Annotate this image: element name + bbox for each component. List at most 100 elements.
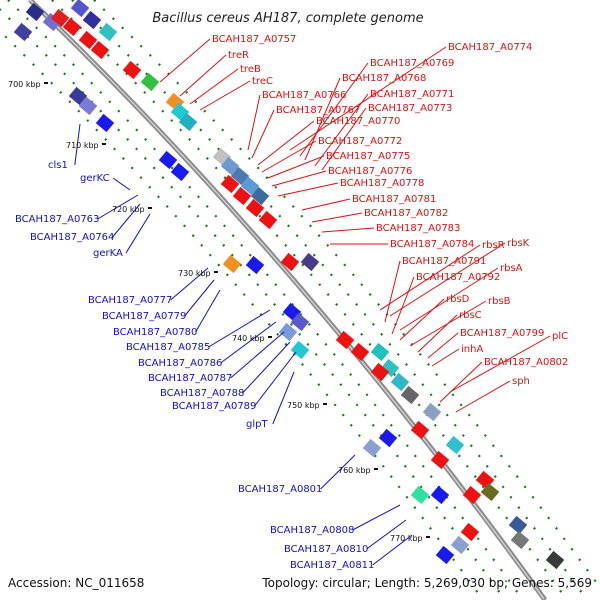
leader-line (195, 289, 221, 333)
gene-labels: BCAH187_A0757treRtreBtreCBCAH187_A0774BC… (15, 34, 568, 571)
gene-label-red: BCAH187_A0768 (342, 73, 426, 84)
gene-label-red: inhA (461, 344, 483, 355)
leader-line (272, 371, 295, 425)
gene-label-red: BCAH187_A0792 (416, 272, 500, 283)
gene-feature (140, 72, 160, 92)
gene-label-red: BCAH187_A0757 (212, 34, 296, 45)
gene-label-red: BCAH187_A0771 (370, 89, 454, 100)
leader-line (230, 331, 285, 379)
gene-feature (98, 22, 118, 42)
gene-feature (78, 30, 98, 50)
gene-label-red: BCAH187_A0770 (316, 116, 400, 127)
leader-line (271, 170, 327, 187)
gene-feature (300, 252, 320, 272)
gene-label-blue: BCAH187_A0789 (172, 401, 256, 412)
gene-label-blue: BCAH187_A0785 (126, 342, 210, 353)
kbp-tick-mark (426, 536, 430, 538)
gene-label-blue: BCAH187_A0788 (160, 388, 244, 399)
gene-label-blue: BCAH187_A0787 (148, 373, 232, 384)
gene-label-blue: BCAH187_A0811 (290, 560, 374, 571)
gene-feature (280, 252, 300, 272)
gene-feature (95, 113, 115, 133)
gene-label-red: BCAH187_A0766 (262, 90, 346, 101)
leader-line (208, 309, 271, 348)
gene-feature (222, 254, 242, 274)
leader-line (352, 504, 401, 531)
gene-label-blue: gerKC (80, 173, 110, 184)
gene-feature (445, 435, 465, 455)
leader-line (379, 244, 481, 311)
leader-line (289, 46, 447, 151)
map-title: Bacillus cereus AH187, complete genome (152, 11, 423, 26)
gene-feature (13, 22, 33, 42)
kbp-tick-label: 760 kbp (338, 466, 371, 475)
gene-feature (380, 358, 400, 378)
gene-features (13, 0, 565, 570)
leader-line (170, 267, 209, 301)
gene-label-blue: glpT (246, 419, 268, 430)
leader-line (321, 227, 375, 233)
gene-label-red: treC (252, 76, 273, 87)
gene-feature (232, 186, 252, 206)
gene-feature (240, 176, 260, 196)
gene-label-red: BCAH187_A0775 (326, 151, 410, 162)
kbp-tick-mark (102, 143, 106, 145)
gene-feature (122, 60, 142, 80)
gene-feature (278, 322, 298, 342)
gene-label-red: rbsA (500, 263, 523, 274)
leader-line (391, 276, 415, 335)
gene-feature (460, 522, 480, 542)
kbp-tick-label: 700 kbp (8, 80, 41, 89)
leader-line (389, 242, 506, 317)
leader-line (189, 68, 239, 105)
leader-line (261, 140, 317, 173)
gene-feature (378, 428, 398, 448)
leader-line (366, 519, 407, 550)
gene-label-red: sph (512, 376, 530, 387)
gene-label-red: rbsD (446, 294, 470, 305)
gene-label-red: BCAH187_A0776 (328, 166, 412, 177)
leader-line (277, 182, 339, 197)
gene-label-red: treR (228, 50, 249, 61)
gene-feature (70, 0, 90, 18)
gene-feature (410, 485, 430, 505)
gene-label-red: BCAH187_A0783 (376, 223, 460, 234)
gene-feature (250, 186, 270, 206)
gene-feature (50, 8, 70, 28)
leader-line (455, 380, 511, 413)
gene-label-red: rbsB (488, 296, 511, 307)
leader-line (399, 267, 499, 331)
leader-line (254, 351, 297, 407)
gene-label-blue: cls1 (48, 160, 68, 171)
gene-feature (400, 385, 420, 405)
leader-line (112, 177, 131, 191)
gene-label-red: BCAH187_A0784 (390, 239, 474, 250)
leader-line (242, 341, 291, 394)
gene-label-red: BCAH187_A0791 (402, 256, 486, 267)
leader-line (384, 260, 401, 323)
gene-label-blue: BCAH187_A0763 (15, 214, 99, 225)
kbp-tick-label: 750 kbp (287, 401, 320, 410)
gene-feature (62, 17, 82, 37)
gene-label-red: treB (240, 64, 261, 75)
leader-line (251, 109, 275, 159)
gene-label-red: BCAH187_A0769 (370, 58, 454, 69)
leader-line (320, 454, 356, 490)
leader-line (372, 534, 413, 566)
leader-line (449, 335, 551, 393)
leader-line (417, 314, 458, 353)
gene-label-red: BCAH187_A0802 (484, 357, 568, 368)
gene-feature (370, 342, 390, 362)
gene-label-blue: BCAH187_A0780 (113, 327, 197, 338)
gene-feature (422, 402, 442, 422)
gene-label-red: rbsC (459, 310, 482, 321)
gene-label-blue: BCAH187_A0801 (238, 484, 322, 495)
gene-label-red: BCAH187_A0773 (368, 103, 452, 114)
gene-feature (158, 150, 178, 170)
kbp-tick-mark (268, 336, 272, 338)
gene-feature (245, 255, 265, 275)
leader-line (184, 279, 215, 317)
leader-line (97, 194, 139, 220)
gene-feature (220, 156, 240, 176)
